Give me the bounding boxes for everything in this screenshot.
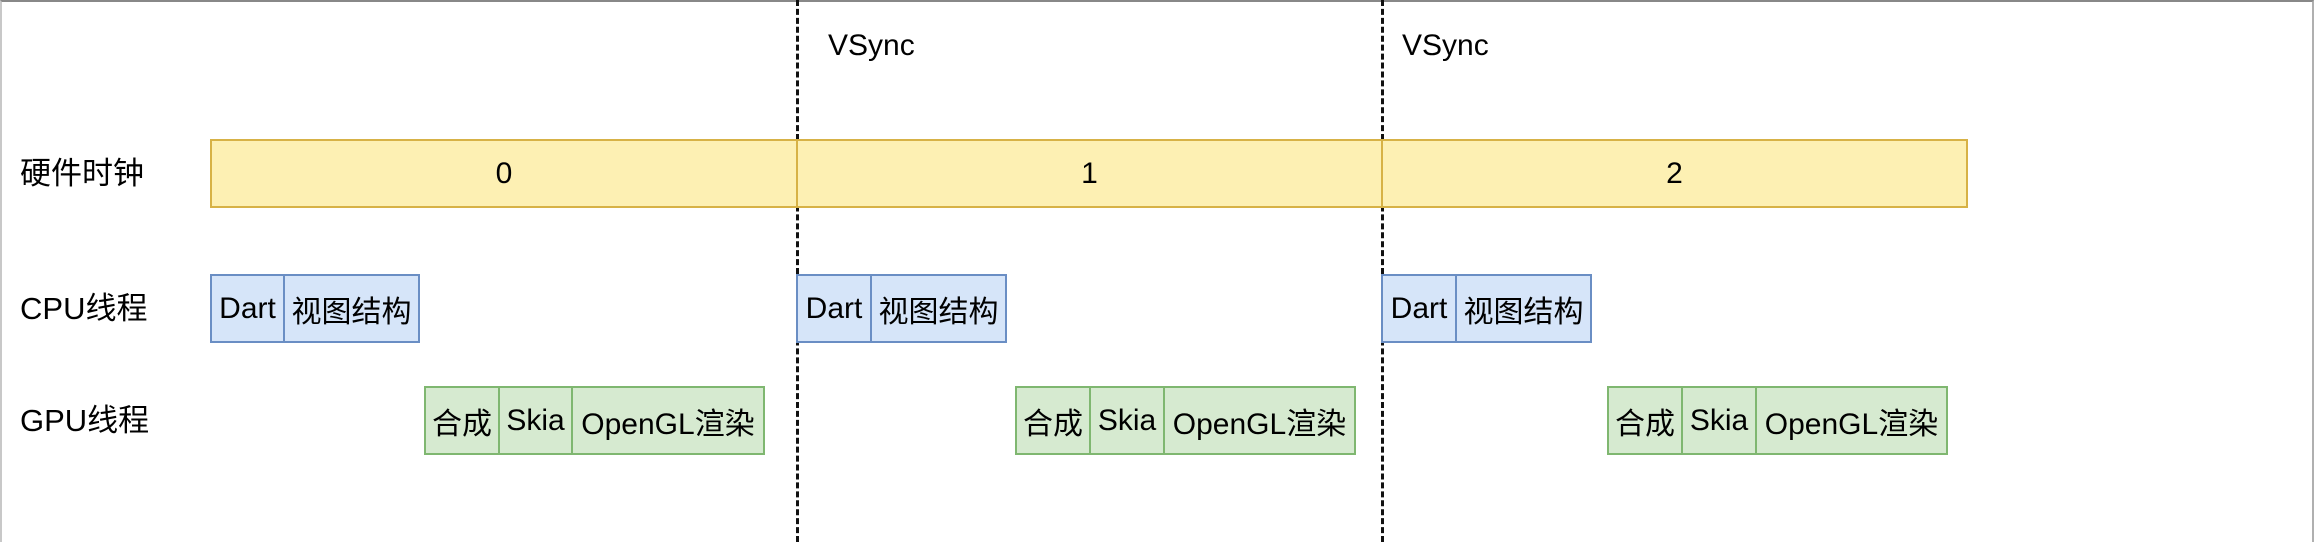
gpu-skia-block: Skia xyxy=(1681,386,1757,455)
cpu-dart-block: Dart xyxy=(796,274,872,343)
row-label-gpu-thread: GPU线程 xyxy=(20,403,150,438)
gpu-opengl-render-block: OpenGL渲染 xyxy=(571,386,765,455)
cpu-view-structure-block: 视图结构 xyxy=(283,274,420,343)
row-label-hardware-clock: 硬件时钟 xyxy=(20,156,144,191)
vsync-label-2: VSync xyxy=(1402,29,1489,62)
vsync-label-1: VSync xyxy=(828,29,915,62)
gpu-compose-block: 合成 xyxy=(1607,386,1683,455)
cpu-dart-block: Dart xyxy=(210,274,285,343)
gpu-compose-block: 合成 xyxy=(424,386,500,455)
gpu-opengl-render-block: OpenGL渲染 xyxy=(1755,386,1948,455)
gpu-skia-block: Skia xyxy=(1089,386,1165,455)
gpu-opengl-render-block: OpenGL渲染 xyxy=(1163,386,1356,455)
row-label-cpu-thread: CPU线程 xyxy=(20,291,148,326)
clock-segment-2: 2 xyxy=(1381,139,1968,208)
vsync-line-1 xyxy=(796,0,799,542)
gpu-skia-block: Skia xyxy=(498,386,573,455)
cpu-view-structure-block: 视图结构 xyxy=(870,274,1007,343)
vsync-line-2 xyxy=(1381,0,1384,542)
cpu-view-structure-block: 视图结构 xyxy=(1455,274,1592,343)
clock-segment-0: 0 xyxy=(210,139,798,208)
gpu-compose-block: 合成 xyxy=(1015,386,1091,455)
cpu-dart-block: Dart xyxy=(1381,274,1457,343)
clock-segment-1: 1 xyxy=(796,139,1383,208)
